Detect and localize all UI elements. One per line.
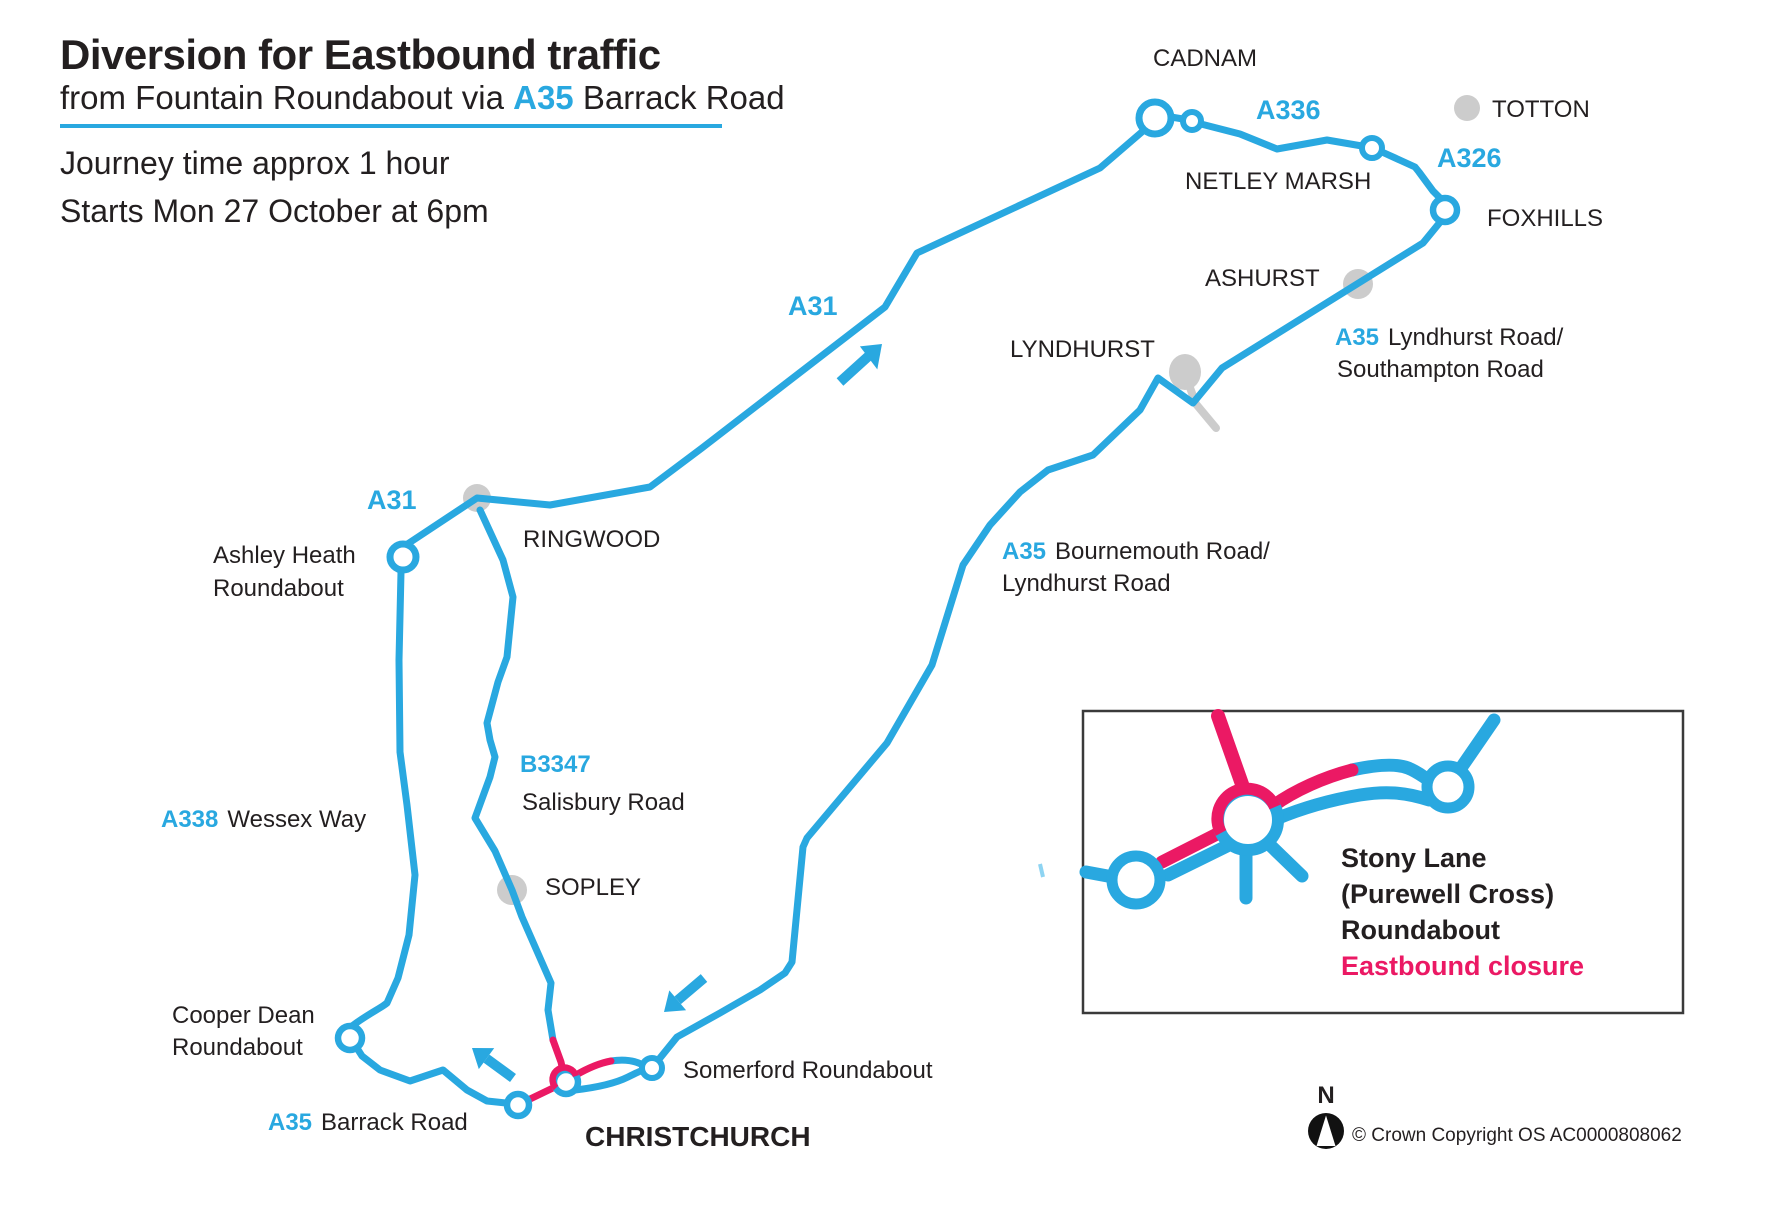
somerford-roundabout (639, 1055, 665, 1081)
label-totton: TOTTON (1492, 96, 1590, 123)
label-ashley-heath-1: Ashley Heath (213, 542, 356, 569)
purewell-roundabout-closure-arc (549, 1064, 580, 1091)
route-b3347 (471, 506, 557, 1044)
roundabouts (334, 98, 1461, 1120)
route-a336 (1197, 120, 1366, 153)
label-cadnam: CADNAM (1152, 45, 1258, 72)
north-label: N (1317, 1082, 1335, 1109)
label-b3347: B3347 (520, 751, 591, 778)
direction-arrows (472, 344, 882, 1083)
inset-southwest-lane-open (1161, 838, 1236, 882)
label-christchurch: CHRISTCHURCH (585, 1121, 811, 1152)
header-rule (60, 124, 722, 128)
label-somerford-roundabout: Somerford Roundabout (683, 1057, 933, 1084)
ashley-heath-roundabout (386, 540, 420, 574)
inset-spur-southeast (1264, 839, 1309, 883)
page-subtitle: from Fountain Roundabout via A35 Barrack… (60, 80, 785, 116)
inset-title-2: (Purewell Cross) (1341, 879, 1555, 909)
inset-left-roundabout (1106, 850, 1166, 910)
a35-ref: A35 (1335, 324, 1380, 351)
route-a35-south (656, 217, 1445, 1062)
label-a326: A326 (1437, 143, 1502, 173)
lyndhurst-dot (1169, 354, 1201, 390)
inset-westbound-lane (1269, 786, 1436, 826)
subtitle-road-ref: A35 (513, 79, 574, 116)
label-cooper-dean-2: Roundabout (172, 1034, 303, 1061)
label-a336: A336 (1256, 95, 1321, 125)
inset-box (1079, 709, 1685, 1015)
label-netley-marsh: NETLEY MARSH (1185, 168, 1372, 195)
totton-dot (1454, 95, 1480, 121)
closure-fountain-link (524, 1083, 559, 1104)
label-cooper-dean-1: Cooper Dean (172, 1002, 315, 1029)
inset-title-1: Stony Lane (1341, 843, 1487, 873)
closure-eastbound (572, 1057, 615, 1079)
inset-closure-north-stub (1211, 709, 1250, 794)
inset-eastbound-open (1345, 758, 1434, 786)
route-a338-wessex-way (348, 568, 419, 1030)
route-a35-barrack-road (351, 1041, 510, 1107)
label-a31-upper: A31 (788, 291, 838, 321)
arrow-west-barrack-icon (472, 1048, 516, 1083)
arrow-southwest-somerford-icon (664, 974, 708, 1012)
label-sopley: SOPLEY (545, 874, 642, 901)
inset-closure-southwest (1155, 825, 1228, 869)
route-a326 (1378, 148, 1445, 203)
fountain-roundabout (503, 1090, 533, 1120)
label-salisbury-road: Salisbury Road (522, 789, 685, 816)
label-southampton-road: Southampton Road (1337, 356, 1544, 383)
copyright-text: © Crown Copyright OS AC0000808062 (1352, 1125, 1682, 1146)
page-title: Diversion for Eastbound traffic (60, 31, 661, 78)
subtitle-pre: from Fountain Roundabout via (60, 79, 504, 116)
a338-ref: A338 (161, 806, 219, 833)
inset-purewell-closure-arc (1211, 782, 1281, 836)
journey-time: Journey time approx 1 hour (60, 145, 450, 181)
arrow-northeast-a31-icon (836, 344, 882, 386)
north-compass-icon (1308, 1113, 1344, 1149)
label-ringwood: RINGWOOD (523, 526, 661, 553)
inset-closure-note: Eastbound closure (1341, 951, 1585, 981)
inset-right-spur (1454, 713, 1501, 775)
inset-title-3: Roundabout (1341, 915, 1500, 945)
inset-closure-eastbound (1266, 763, 1359, 813)
map-tick (1038, 863, 1045, 878)
route-eastbound-open (607, 1056, 647, 1069)
label-lyndhurst-road: Lyndhurst Road (1002, 570, 1171, 597)
inset-somerford-roundabout (1421, 760, 1475, 814)
start-date: Starts Mon 27 October at 6pm (60, 193, 489, 229)
label-ashley-heath-2: Roundabout (213, 575, 344, 602)
cadnam-roundabout-small (1180, 109, 1204, 133)
label-foxhills: FOXHILLS (1487, 205, 1604, 232)
foxhills-roundabout (1429, 194, 1461, 226)
route-a31 (402, 127, 1147, 549)
a336-roundabout (1359, 135, 1385, 161)
cadnam-roundabout (1135, 98, 1175, 138)
a35-ref: A35 (268, 1109, 313, 1136)
label-lyndhurst: LYNDHURST (1010, 336, 1155, 363)
label-ashurst: ASHURST (1205, 265, 1320, 292)
label-a31-lower: A31 (367, 485, 417, 515)
subtitle-post: Barrack Road (582, 79, 785, 116)
cooper-dean-roundabout (334, 1022, 366, 1054)
a35-ref: A35 (1002, 538, 1047, 565)
